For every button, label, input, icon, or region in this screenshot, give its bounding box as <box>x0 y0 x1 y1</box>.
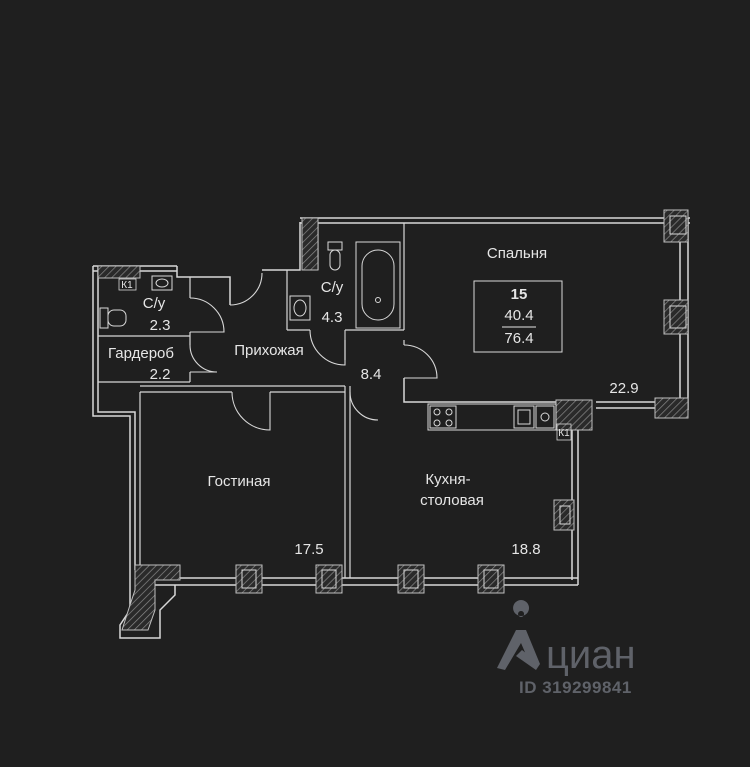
bath2-area: 4.3 <box>322 309 343 326</box>
bathroom-fixtures <box>99 241 401 329</box>
kitchen-name-line2: столовая <box>420 492 484 509</box>
k1-side-marker: К1 <box>558 428 570 439</box>
kitchen-name-line1: Кухня- <box>425 471 470 488</box>
k1-side-marker-box <box>556 423 572 441</box>
bath1-name: С/у <box>143 295 166 312</box>
cian-logo-icon <box>497 600 540 670</box>
apartment-area-box <box>473 280 563 353</box>
k1-top-marker: К1 <box>121 280 133 291</box>
structural-columns <box>97 209 689 631</box>
watermark-brand: циан <box>546 633 636 677</box>
living-area: 17.5 <box>294 541 323 558</box>
door-swings <box>189 272 438 431</box>
kitchen-area: 18.8 <box>511 541 540 558</box>
apartment-living-area: 40.4 <box>504 307 533 324</box>
wardrobe-name: Гардероб <box>108 345 174 362</box>
bedroom-name: Спальня <box>487 245 547 262</box>
k1-top-marker-box <box>118 278 137 291</box>
watermark-id: ID 319299841 <box>519 678 632 697</box>
apartment-number: 15 <box>511 286 528 303</box>
living-name: Гостиная <box>208 473 271 490</box>
inner-walls <box>98 223 405 578</box>
bath1-area: 2.3 <box>150 317 171 334</box>
apartment-total-area: 76.4 <box>504 330 533 347</box>
bedroom-area: 22.9 <box>609 380 638 397</box>
hall-area: 8.4 <box>361 366 382 383</box>
hall-name: Прихожая <box>234 342 304 359</box>
wardrobe-area: 2.2 <box>150 366 171 383</box>
kitchen-fixtures <box>427 403 557 431</box>
bath2-name: С/у <box>321 279 344 296</box>
window-frames <box>241 215 687 589</box>
outer-walls <box>92 217 690 639</box>
